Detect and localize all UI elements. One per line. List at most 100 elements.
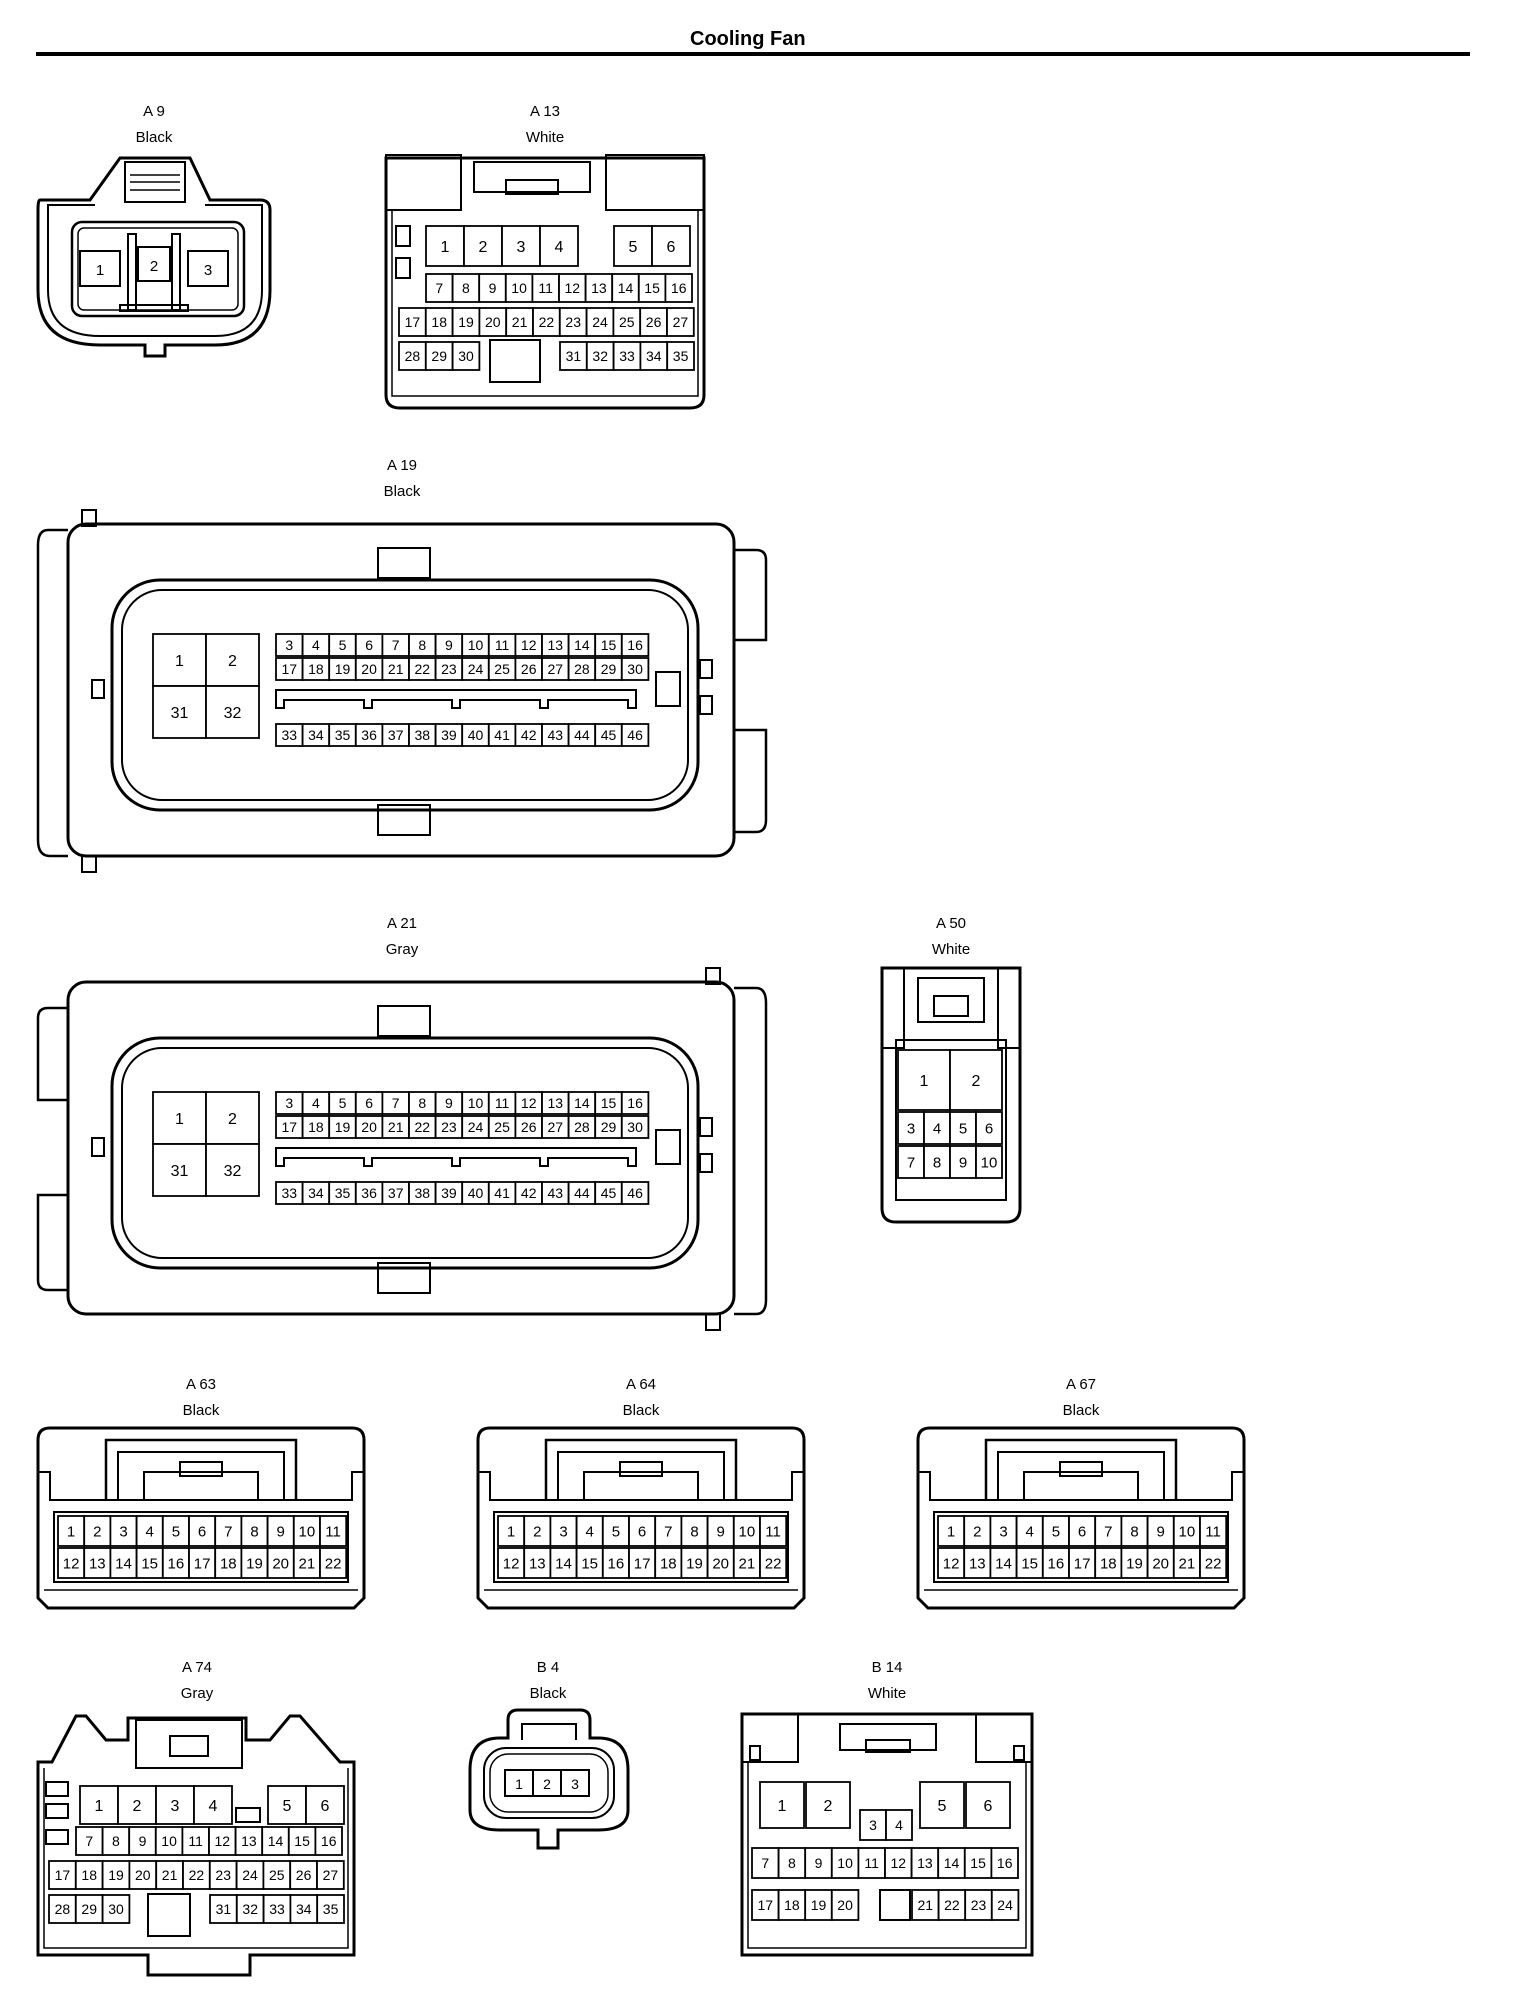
connector-a67-pin-cell bbox=[1120, 1515, 1149, 1547]
connector-a13-pin-cell bbox=[639, 307, 668, 337]
connector-a64-pin: 18 bbox=[660, 1555, 677, 1572]
connector-a63-pin: 5 bbox=[172, 1523, 180, 1540]
connector-a74-pin: 10 bbox=[161, 1833, 177, 1849]
connector-a63-pin: 18 bbox=[220, 1555, 237, 1572]
connector-a64-pin: 11 bbox=[765, 1523, 781, 1540]
connector-a19-pin-cell bbox=[620, 723, 650, 747]
connector-a74-pin: 7 bbox=[85, 1833, 93, 1849]
connector-b14-pin: 17 bbox=[758, 1897, 774, 1913]
connector-a67-pin: 6 bbox=[1078, 1523, 1086, 1540]
connector-b4: B 4 Black 1 2 3 bbox=[468, 1659, 630, 1850]
connector-a13-pin-cell bbox=[558, 273, 587, 303]
connector-a9-id: A 9 bbox=[143, 103, 165, 120]
connector-a21-pin: 20 bbox=[361, 1119, 377, 1135]
connector-a63-pin: 7 bbox=[224, 1523, 232, 1540]
connector-a9-pin: 3 bbox=[204, 262, 212, 279]
connector-a74-pin: 27 bbox=[323, 1867, 339, 1883]
connector-a21-id: A 21 bbox=[387, 915, 417, 932]
connector-a64-pin-cell bbox=[523, 1547, 552, 1579]
connector-a21-pin: 40 bbox=[468, 1185, 484, 1201]
connector-a67-pin: 12 bbox=[943, 1555, 960, 1572]
connector-b14-pin: 9 bbox=[815, 1855, 823, 1871]
connector-a67-pin-cell bbox=[1199, 1547, 1228, 1579]
connector-a67-pin: 14 bbox=[995, 1555, 1012, 1572]
connector-a63-pin-cell bbox=[135, 1515, 164, 1547]
connector-a21-pin: 1 bbox=[175, 1111, 184, 1128]
connector-a13-pin-cell bbox=[425, 225, 465, 267]
connector-a64-pin-cell bbox=[732, 1547, 761, 1579]
connector-a13-pin: 14 bbox=[618, 280, 634, 296]
connector-a19-pin: 7 bbox=[392, 637, 400, 653]
connector-b14-pin: 16 bbox=[997, 1855, 1013, 1871]
connector-a21-pin-cell bbox=[205, 1143, 260, 1197]
connector-a74-pin-cell bbox=[75, 1826, 104, 1856]
connector-b14-pin: 18 bbox=[784, 1897, 800, 1913]
connector-a74-pin-cell bbox=[154, 1826, 184, 1856]
connector-a50-pin-cell bbox=[949, 1049, 1003, 1111]
connector-a13-pin: 35 bbox=[673, 348, 689, 364]
connector-a19-pin: 14 bbox=[574, 637, 590, 653]
connector-a21-pin: 17 bbox=[282, 1119, 298, 1135]
connector-a63-pin-cell bbox=[319, 1547, 348, 1579]
connector-a63-pin: 17 bbox=[194, 1555, 211, 1572]
connector-a13-pin: 11 bbox=[538, 280, 553, 296]
connector-b14-pin-cell bbox=[911, 1889, 940, 1921]
connector-a19-pin: 6 bbox=[365, 637, 373, 653]
connector-a64-pin-cell bbox=[680, 1515, 709, 1547]
connector-a19-pin-cell bbox=[620, 633, 650, 657]
connector-a21-pin: 45 bbox=[601, 1185, 617, 1201]
connector-a50-pin: 7 bbox=[907, 1154, 915, 1171]
connector-b14-pin: 22 bbox=[944, 1897, 960, 1913]
connector-a74-pin-cell bbox=[74, 1860, 104, 1890]
connector-a67-pin-cell bbox=[1015, 1547, 1044, 1579]
connector-a64-pin: 6 bbox=[638, 1523, 646, 1540]
connector-b14-pin: 20 bbox=[837, 1897, 853, 1913]
connector-a74-pin: 22 bbox=[189, 1867, 205, 1883]
connector-a64-color: Black bbox=[623, 1402, 660, 1419]
connector-a50-pin: 9 bbox=[959, 1154, 967, 1171]
connector-a21-pin: 7 bbox=[392, 1095, 400, 1111]
connector-a67-pin: 10 bbox=[1179, 1523, 1196, 1540]
connector-a74-pin: 21 bbox=[162, 1867, 178, 1883]
connector-a64-id: A 64 bbox=[626, 1376, 656, 1393]
connector-a63-pin: 14 bbox=[115, 1555, 132, 1572]
connector-a74-pin: 35 bbox=[323, 1901, 339, 1917]
connector-a19-pin: 42 bbox=[521, 727, 537, 743]
connector-a13-pin: 18 bbox=[431, 314, 447, 330]
connector-a19-housing bbox=[66, 522, 736, 858]
connector-b14-pin-cell bbox=[751, 1847, 780, 1879]
connector-a74-pin: 33 bbox=[269, 1901, 285, 1917]
connector-a63-pin: 6 bbox=[198, 1523, 206, 1540]
connector-a67-pin: 11 bbox=[1205, 1523, 1221, 1540]
connector-a19-pin: 1 bbox=[175, 653, 184, 670]
connector-a74-pin: 30 bbox=[108, 1901, 124, 1917]
connector-b14-pin-cell bbox=[919, 1781, 965, 1829]
connector-a21-pin: 15 bbox=[601, 1095, 617, 1111]
connector-a19-pin: 34 bbox=[308, 727, 324, 743]
connector-a13-pin-cell bbox=[398, 341, 427, 371]
connector-a74-pin: 23 bbox=[215, 1867, 231, 1883]
connector-a9-housing bbox=[36, 156, 272, 358]
connector-a64-pin: 2 bbox=[533, 1523, 541, 1540]
connector-a64-pin: 21 bbox=[739, 1555, 756, 1572]
connector-a74-pin: 17 bbox=[55, 1867, 71, 1883]
connector-a74-pin: 6 bbox=[321, 1798, 330, 1815]
connector-a13-color: White bbox=[526, 129, 564, 146]
connector-a21-pin-cell bbox=[205, 1091, 260, 1145]
connector-a13-pin-cell bbox=[451, 341, 481, 371]
connector-a21-pin: 14 bbox=[574, 1095, 590, 1111]
connector-b4-pin: 2 bbox=[543, 1776, 551, 1792]
connector-b14-pin-cell bbox=[751, 1889, 780, 1921]
connector-a21-pin: 42 bbox=[521, 1185, 537, 1201]
connector-a21-pin: 36 bbox=[361, 1185, 377, 1201]
connector-a21-color: Gray bbox=[386, 941, 419, 958]
connector-a13-pin: 15 bbox=[644, 280, 660, 296]
connector-a19-pin-cell bbox=[152, 685, 207, 739]
connector-a74-pin-cell bbox=[287, 1826, 317, 1856]
connector-a13-pin: 7 bbox=[435, 280, 443, 296]
connector-a74-pin: 28 bbox=[55, 1901, 71, 1917]
connector-a63-pin: 21 bbox=[299, 1555, 316, 1572]
connector-a19-pin: 37 bbox=[388, 727, 404, 743]
